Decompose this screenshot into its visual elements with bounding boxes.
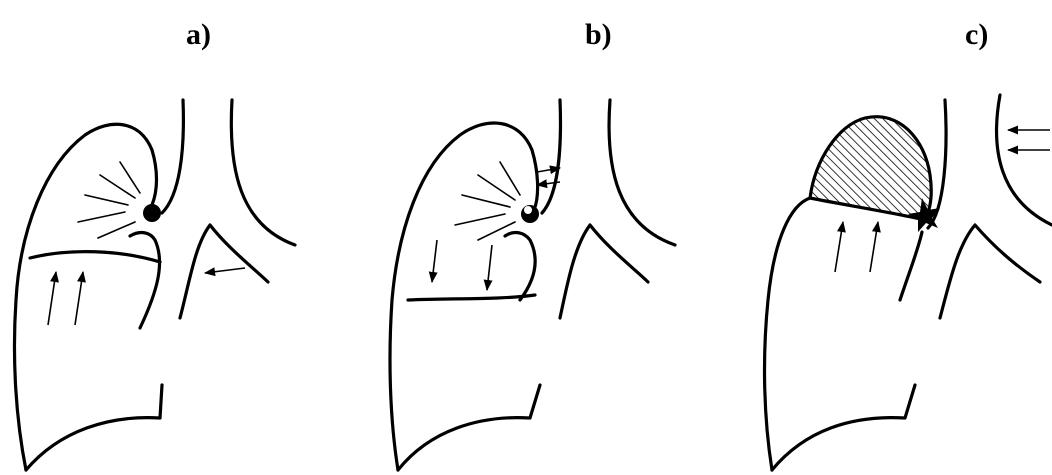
- panel-a-arrow-left: [205, 268, 245, 273]
- panel-c-drawing: [765, 95, 1052, 470]
- panel-c-bronchus: [900, 232, 922, 300]
- panel-a-lung-base: [26, 385, 162, 470]
- panel-b-drawing: [390, 100, 675, 470]
- panel-b-fissure: [408, 295, 535, 300]
- panel-a-drawing: [14, 100, 295, 470]
- panel-a-arrow-up-2: [75, 272, 83, 325]
- panel-c-arrow-up-1: [835, 222, 843, 272]
- panel-a-bronchus: [130, 233, 160, 328]
- panel-a-arrow-up-1: [48, 272, 56, 325]
- panel-c-vessel-right: [940, 225, 1040, 318]
- panel-b-arrow-down-1: [432, 240, 437, 282]
- panel-c-mediastinum-right: [997, 95, 1052, 225]
- panel-b-vessel-right: [560, 225, 648, 318]
- panel-b-trachea-left: [542, 100, 560, 213]
- panel-a-vessel-right: [180, 225, 268, 318]
- panel-c-lung-outline: [765, 198, 810, 470]
- panel-a-trachea-left: [162, 100, 183, 213]
- panel-b-bronchus: [505, 233, 535, 300]
- panel-c-arrow-up-2: [870, 222, 878, 272]
- panel-c-collapsed-lobe: [810, 117, 931, 220]
- panel-a-mediastinum-right: [231, 100, 295, 245]
- panel-a-fissure: [30, 252, 160, 262]
- panel-b-mediastinum-right: [609, 100, 675, 245]
- panel-b-arrow-down-2: [487, 245, 492, 290]
- panel-a-hilum-dot: [143, 204, 161, 222]
- panel-c-lung-base: [772, 385, 915, 470]
- panel-b-lung-base: [398, 385, 540, 470]
